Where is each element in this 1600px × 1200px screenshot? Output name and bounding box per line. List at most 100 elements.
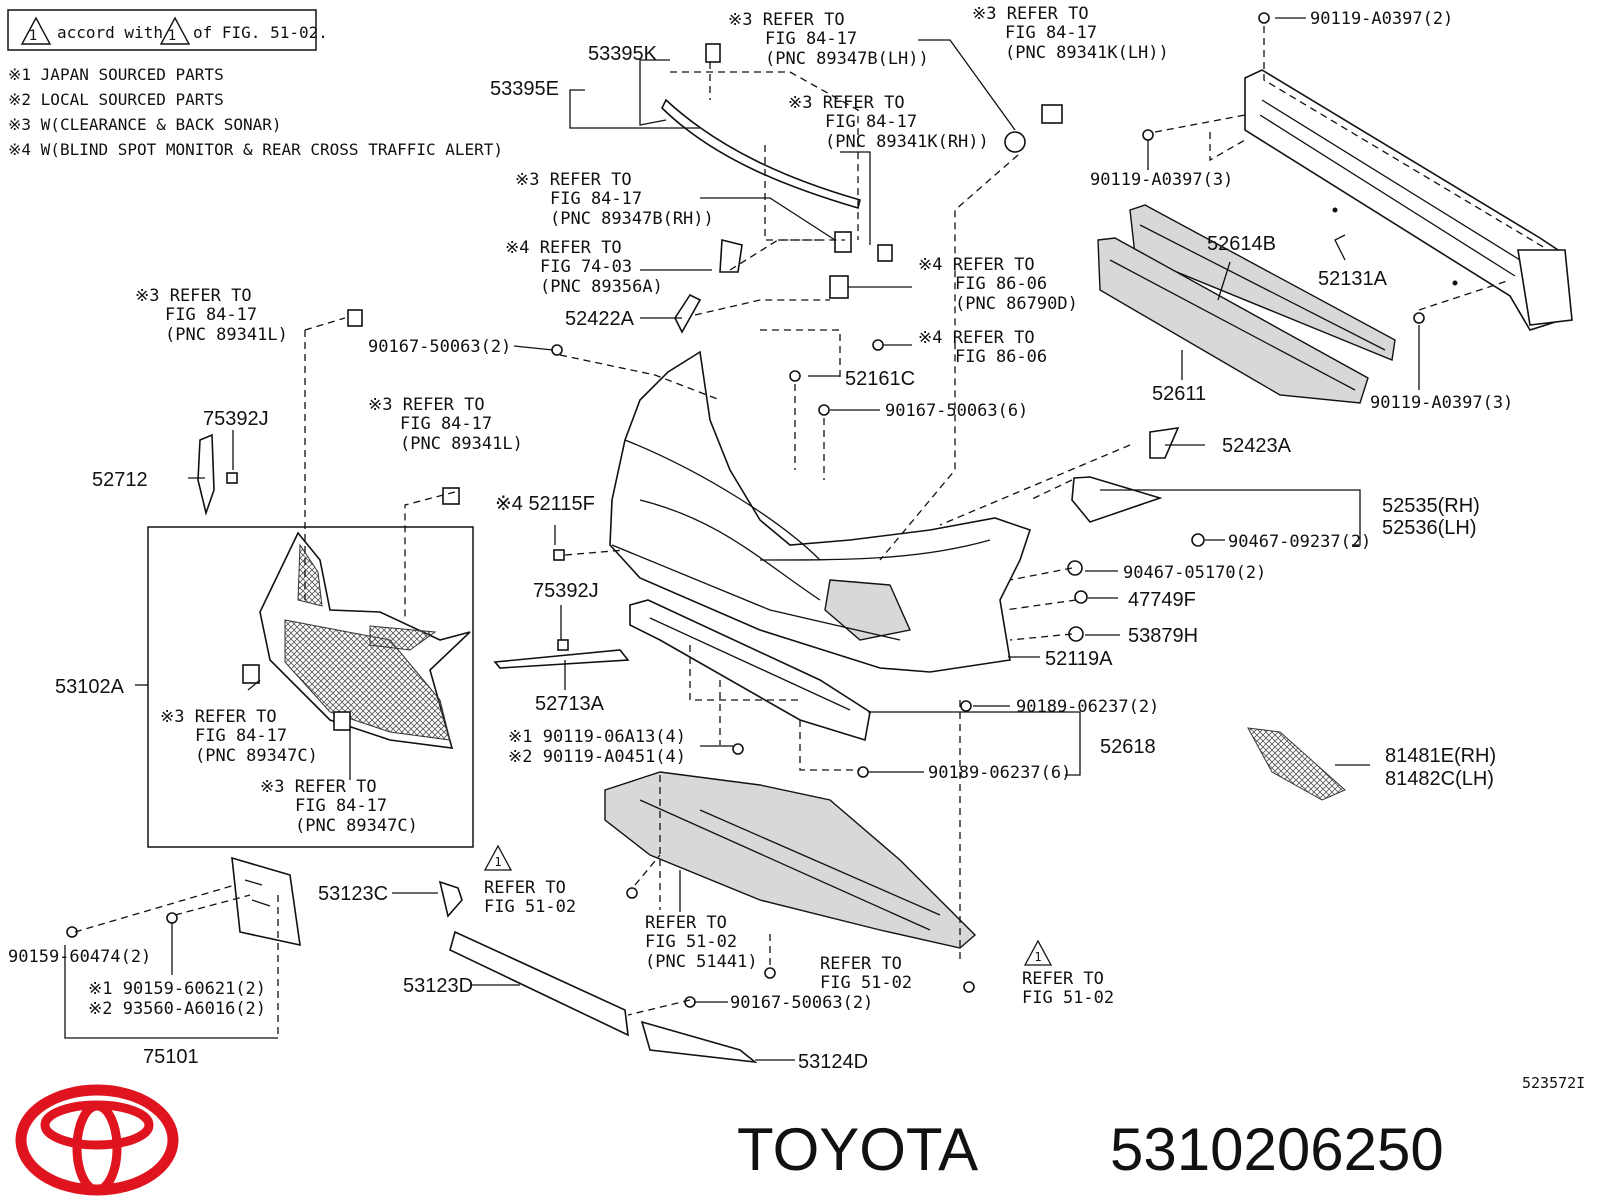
ref-line: (PNC 89347B(RH)) — [550, 209, 714, 229]
part-label: 53395E — [490, 78, 559, 100]
ref-line: REFER TO — [645, 913, 727, 933]
lower-spoiler — [629, 599, 871, 742]
legend-item: ※2 LOCAL SOURCED PARTS — [8, 90, 224, 109]
ref-line: FIG 51-02 — [1022, 988, 1114, 1008]
part-number: 5310206250 — [1110, 1116, 1444, 1183]
part-label: 52535(RH) — [1382, 495, 1480, 517]
part-label: 52119A — [1045, 648, 1113, 670]
brand-name: TOYOTA — [737, 1116, 978, 1183]
toyota-logo-icon — [15, 1084, 179, 1196]
part-label: 90119-A0397(2) — [1310, 9, 1453, 29]
part-label: ※1 90119-06A13(4) — [508, 727, 686, 747]
ref-line: FIG 84-17 — [1005, 23, 1097, 43]
ref-line: FIG 84-17 — [165, 305, 257, 325]
legend-accord-text: accord with — [57, 23, 163, 42]
part-label: 81482C(LH) — [1385, 768, 1494, 790]
part-label: 90189-06237(6) — [928, 763, 1071, 783]
ref-line: (PNC 89347B(LH)) — [765, 49, 929, 69]
ref-line: (PNC 86790D) — [955, 294, 1078, 314]
part-label: 52423A — [1222, 435, 1292, 457]
ref-line: ※4 REFER TO — [918, 328, 1035, 348]
part-label: 75392J — [203, 408, 269, 430]
ref-line: FIG 84-17 — [825, 112, 917, 132]
ref-line: REFER TO — [820, 954, 902, 974]
part-label: 52712 — [92, 469, 148, 491]
ref-line: (PNC 89341L) — [165, 325, 288, 345]
ref-line: (PNC 89347C) — [295, 816, 418, 836]
part-label: 90119-A0397(3) — [1370, 393, 1513, 413]
part-labels: 53395K 53395E 90119-A0397(2) 90119-A0397… — [8, 9, 1585, 1092]
ref-line: FIG 51-02 — [645, 932, 737, 952]
reference-notes: ※3 REFER TO FIG 84-17 (PNC 89347B(LH)) ※… — [135, 4, 1169, 1008]
warning-triangle-icon — [1023, 939, 1053, 966]
license-plate-bracket — [231, 856, 301, 947]
legend-fig-text: of FIG. 51-02. — [193, 23, 328, 42]
legend: 1 accord with 1 of FIG. 51-02. ※1 JAPAN … — [7, 9, 503, 159]
ref-line: FIG 84-17 — [550, 189, 642, 209]
leader-lines — [64, 17, 1420, 1061]
part-label: 52131A — [1318, 268, 1388, 290]
part-label: 53124D — [798, 1051, 868, 1073]
part-label: 90167-50063(2) — [730, 993, 873, 1013]
legend-item: ※1 JAPAN SOURCED PARTS — [8, 65, 224, 84]
warning-triangle-icon — [20, 16, 52, 45]
part-label: 75392J — [533, 580, 599, 602]
ref-line: FIG 84-17 — [765, 29, 857, 49]
ref-line: (PNC 89341K(RH)) — [825, 132, 989, 152]
part-label: 81481E(RH) — [1385, 745, 1496, 767]
ref-line: (PNC 89356A) — [540, 277, 663, 297]
part-label: 52611 — [1152, 383, 1206, 405]
svg-text:1: 1 — [168, 28, 176, 44]
ref-line: (PNC 89341K(LH)) — [1005, 43, 1169, 63]
ref-line: FIG 84-17 — [400, 414, 492, 434]
svg-text:1: 1 — [29, 28, 37, 44]
engine-under-cover — [604, 771, 977, 949]
grille-group-box — [147, 526, 474, 848]
ref-line: ※3 REFER TO — [972, 4, 1089, 24]
part-label: 52618 — [1100, 736, 1156, 758]
part-label: 52713A — [535, 693, 605, 715]
part-label: ※1 90159-60621(2) — [88, 979, 266, 999]
part-label: 90167-50063(2) — [368, 337, 511, 357]
part-label: 90159-60474(2) — [8, 947, 151, 967]
energy-absorber-lower — [1097, 237, 1369, 404]
part-label: 90119-A0397(3) — [1090, 170, 1233, 190]
ref-line: ※3 REFER TO — [368, 395, 485, 415]
warning-triangle-icon — [483, 844, 513, 871]
ref-line: (PNC 89341L) — [400, 434, 523, 454]
ref-line: FIG 84-17 — [195, 726, 287, 746]
ref-line: ※3 REFER TO — [728, 10, 845, 30]
part-label: 53123C — [318, 883, 388, 905]
part-label: 52161C — [845, 368, 915, 390]
svg-text:1: 1 — [1034, 950, 1041, 964]
ref-line: FIG 51-02 — [484, 897, 576, 917]
ref-line: FIG 74-03 — [540, 257, 632, 277]
assembly-lines — [74, 26, 1546, 1038]
part-label: 53879H — [1128, 625, 1198, 647]
legend-box — [7, 9, 317, 51]
diagram-id: 523572I — [1522, 1074, 1585, 1092]
part-label: 52536(LH) — [1382, 517, 1477, 539]
ref-line: ※3 REFER TO — [515, 170, 632, 190]
ref-line: REFER TO — [484, 878, 566, 898]
part-label: 53123D — [403, 975, 473, 997]
ref-line: REFER TO — [1022, 969, 1104, 989]
ref-line: ※3 REFER TO — [788, 93, 905, 113]
ref-line: ※3 REFER TO — [260, 777, 377, 797]
part-label: 90467-09237(2) — [1228, 532, 1371, 552]
fasteners — [66, 12, 1425, 1008]
part-label: ※4 52115F — [495, 493, 595, 515]
part-label: ※2 93560-A6016(2) — [88, 999, 266, 1019]
ref-line: (PNC 51441) — [645, 952, 758, 972]
part-label: ※2 90119-A0451(4) — [508, 747, 686, 767]
ref-line: FIG 84-17 — [295, 796, 387, 816]
small-parts — [197, 43, 1346, 1064]
part-label: 90167-50063(6) — [885, 401, 1028, 421]
part-label: 47749F — [1128, 589, 1196, 611]
ref-line: ※4 REFER TO — [918, 255, 1035, 275]
grille-assembly — [147, 526, 474, 848]
legend-item: ※4 W(BLIND SPOT MONITOR & REAR CROSS TRA… — [8, 140, 503, 159]
bumper-cover — [609, 350, 1032, 673]
energy-absorber-upper — [1129, 204, 1396, 361]
warning-triangle-icon — [159, 16, 191, 45]
